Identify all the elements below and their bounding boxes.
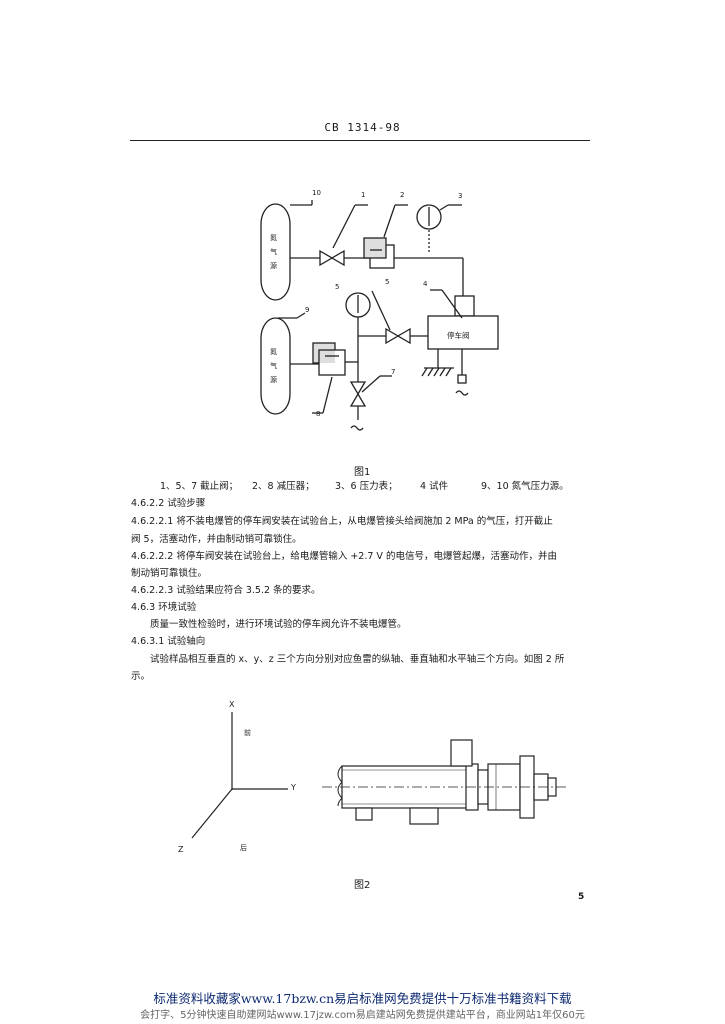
paragraph-4-6-2-2-2-line1: 4.6.2.2.2 将停车阀安装在试验台上，给电爆管输入 +2.7 V 的电信号… — [131, 551, 557, 562]
paragraph-4-6-2-2-2-line2: 制动销可靠锁住。 — [131, 568, 208, 579]
valve-7 — [349, 381, 367, 407]
standard-code: CB 1314-98 — [324, 121, 401, 134]
axis-x-label: X — [229, 700, 235, 709]
top-port — [450, 739, 473, 767]
paragraph-4-6-3-1-line2: 示。 — [131, 671, 151, 682]
callout-2: 2 — [400, 191, 405, 199]
regulator-8 — [318, 349, 346, 376]
footer-line-2: 会打字、5分钟快速自助建网站www.17jzw.com易启建站网免费提供建站平台… — [140, 1010, 585, 1021]
gauge-3 — [416, 204, 442, 230]
callout-5: 5 — [385, 278, 390, 286]
callout-3: 3 — [458, 192, 463, 200]
valve-5 — [385, 327, 411, 345]
tank-10-label: 氮气源 — [270, 234, 277, 270]
valve-body — [341, 765, 479, 809]
legend-part-5: 9、10 氮气压力源。 — [481, 481, 569, 492]
figure2-caption: 图2 — [354, 880, 371, 891]
section-4-6-3-1: 4.6.3.1 试验轴向 — [131, 636, 206, 647]
page-number: 5 — [578, 892, 585, 902]
header-rule — [130, 140, 590, 141]
axis-z-line — [191, 788, 233, 839]
callout-6: 5 — [335, 283, 340, 291]
legend-part-2: 2、8 减压器； — [252, 481, 315, 492]
valve-1 — [319, 249, 345, 267]
regulator-2 — [369, 244, 395, 269]
paragraph-4-6-2-2-3: 4.6.2.2.3 试验结果应符合 3.5.2 条的要求。 — [131, 585, 321, 596]
legend-part-3: 3、6 压力表； — [335, 481, 398, 492]
section-4-6-2-2: 4.6.2.2 试验步骤 — [131, 498, 206, 509]
tank-9-label: 氮气源 — [270, 348, 277, 384]
axis-z-label: Z — [178, 845, 184, 854]
gauge-6 — [345, 292, 371, 318]
footer-line-1: 标准资料收藏家www.17bzw.cn易启标准网免费提供十万标准书籍资料下载 — [153, 991, 572, 1006]
callout-10: 10 — [312, 189, 321, 197]
callout-7: 7 — [391, 368, 396, 376]
paragraph-4-6-3: 质量一致性检验时，进行环境试验的停车阀允许不装电爆管。 — [150, 619, 407, 630]
legend-part-1: 1、5、7 截止阀； — [160, 481, 239, 492]
paragraph-4-6-3-1-line1: 试验样品相互垂直的 x、y、z 三个方向分别对应鱼雷的纵轴、垂直轴和水平轴三个方… — [150, 654, 565, 665]
callout-1: 1 — [361, 191, 366, 199]
direction-rear-label: 后 — [240, 844, 247, 852]
legend-part-4: 4 试件 — [420, 481, 449, 492]
paragraph-4-6-2-2-1-line1: 4.6.2.2.1 将不装电爆管的停车阀安装在试验台上，从电爆管接头给阀施加 2… — [131, 516, 553, 527]
callout-9: 9 — [305, 306, 310, 314]
test-piece-label: 停车阀 — [447, 331, 470, 340]
section-4-6-3: 4.6.3 环境试验 — [131, 602, 197, 613]
callout-4: 4 — [423, 280, 428, 288]
callout-8: 8 — [316, 410, 321, 418]
paragraph-4-6-2-2-1-line2: 阀 5，活塞动作，并由制动销可靠锁住。 — [131, 534, 302, 545]
figure1-caption: 图1 — [354, 467, 371, 478]
axis-y-label: Y — [291, 783, 296, 792]
direction-front-label: 前 — [244, 729, 251, 737]
